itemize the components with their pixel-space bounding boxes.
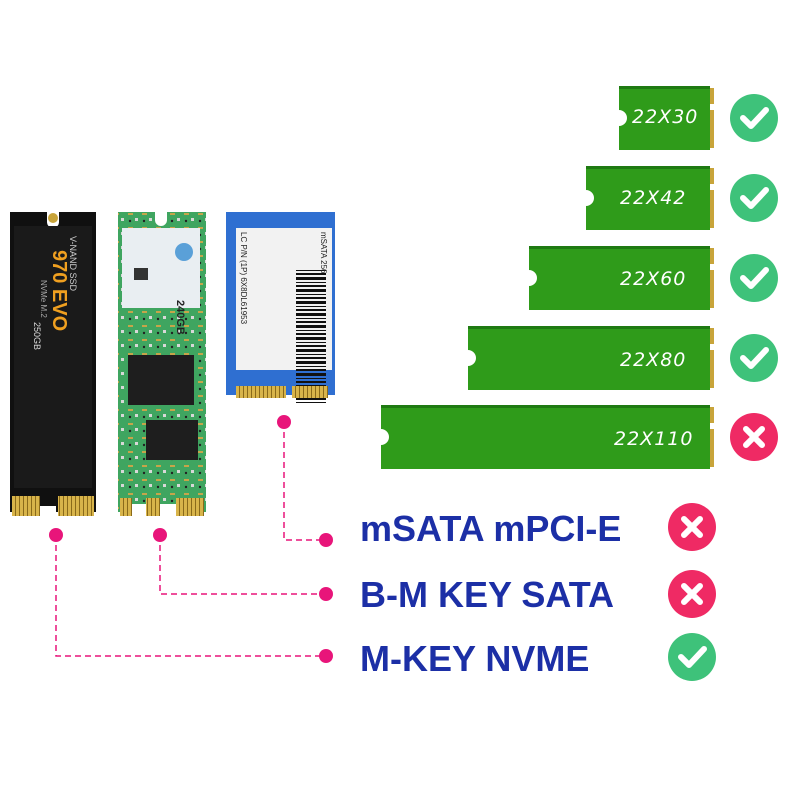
size-bar-22x30: [619, 86, 778, 150]
size-bar-22x42: [586, 166, 778, 230]
msata-serial-line: LC P/N (1P) 6X8DL61953: [239, 232, 248, 325]
nvme-ssd-image: [10, 212, 96, 516]
size-bars: [381, 86, 778, 469]
sata-capacity: 240GB: [174, 300, 186, 335]
size-status-cross-icon: [730, 413, 778, 461]
size-status-check-icon: [730, 334, 778, 382]
size-label-22x60: 22X60: [620, 268, 687, 290]
nvme-end-dot: [319, 649, 333, 663]
size-status-check-icon: [730, 254, 778, 302]
type-label-m-key-nvme: M-KEY NVME: [360, 638, 590, 679]
gold-contacts: [12, 496, 40, 516]
msata-end-dot: [319, 533, 333, 547]
type-label-bm-key-sata: B-M KEY SATA: [360, 574, 615, 615]
nand-chip: [146, 420, 198, 460]
size-status-check-icon: [730, 174, 778, 222]
leader-lines: [55, 422, 326, 657]
type-status-cross-icon: [668, 503, 716, 551]
type-status-icons: [668, 503, 716, 681]
nvme-capacity: 250GB: [32, 322, 42, 351]
qr-code-icon: [134, 268, 148, 280]
size-status-check-icon: [730, 94, 778, 142]
gold-contacts: [292, 386, 328, 398]
msata-dot: [277, 415, 291, 429]
type-status-cross-icon: [668, 570, 716, 618]
size-label-22x42: 22X42: [620, 187, 687, 209]
gold-contacts: [58, 496, 94, 516]
product-label: [122, 228, 200, 308]
msata-model-line: mSATA 256: [319, 232, 328, 274]
nvme-dot: [49, 528, 63, 542]
sata-dot: [153, 528, 167, 542]
nand-chip: [128, 355, 194, 405]
size-label-22x80: 22X80: [620, 349, 687, 371]
sata-ssd-image: [118, 212, 206, 516]
msata-ssd-image: [226, 212, 335, 403]
screw-notch: [48, 213, 58, 223]
type-label-msata: mSATA mPCI-E: [360, 508, 622, 549]
gold-contacts: [120, 498, 132, 516]
connector-dots: [49, 415, 333, 663]
size-bar-22x110: [381, 405, 778, 469]
gold-contacts: [236, 386, 286, 398]
nvme-model: 970 EVO: [48, 250, 70, 332]
type-status-check-icon: [668, 633, 716, 681]
gold-contacts: [146, 498, 160, 516]
size-label-22x110: 22X110: [614, 428, 694, 450]
size-bar-22x80: [468, 326, 778, 390]
nvme-sub: NVMe M.2: [39, 280, 48, 318]
size-label-22x30: 22X30: [632, 106, 699, 128]
logo-icon: [175, 243, 193, 261]
size-bar-22x60: [529, 246, 778, 310]
sata-end-dot: [319, 587, 333, 601]
gold-contacts: [176, 498, 204, 516]
